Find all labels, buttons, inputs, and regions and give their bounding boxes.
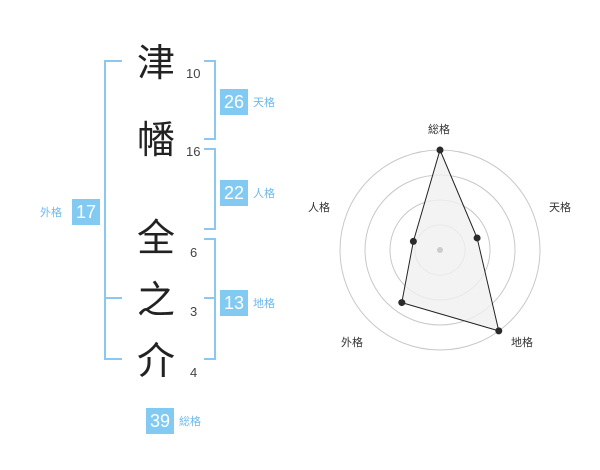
radar-label-gaikaku: 外格 xyxy=(341,336,363,349)
radar-polygon xyxy=(401,148,500,332)
radar-label-tenkaku: 天格 xyxy=(549,201,571,214)
name-char-4: 之 xyxy=(136,278,175,322)
gaikaku-bracket xyxy=(104,60,122,360)
chikaku-bracket-split xyxy=(204,297,216,299)
soukaku-label: 総格 xyxy=(179,415,201,428)
jinkaku-bracket xyxy=(204,148,216,230)
radar-label-jinkaku: 人格 xyxy=(308,201,330,214)
soukaku-value: 39 xyxy=(146,408,174,434)
tenkaku-label: 天格 xyxy=(253,96,275,109)
stroke-count-2: 16 xyxy=(186,144,201,159)
stroke-count-1: 10 xyxy=(186,66,201,81)
name-char-2: 幡 xyxy=(136,118,175,162)
radar-center-dot xyxy=(437,247,443,253)
chikaku-value: 13 xyxy=(220,290,248,316)
gaikaku-bracket-split xyxy=(104,297,122,299)
tenkaku-bracket xyxy=(204,60,216,140)
stroke-count-4: 3 xyxy=(190,304,198,319)
chikaku-label: 地格 xyxy=(253,297,275,310)
jinkaku-label: 人格 xyxy=(253,187,275,200)
jinkaku-value: 22 xyxy=(220,180,248,206)
radar-point-3 xyxy=(495,327,503,335)
radar-point-4 xyxy=(398,299,406,307)
stroke-count-3: 6 xyxy=(190,245,198,260)
radar-point-5 xyxy=(409,237,417,245)
radar-point-1 xyxy=(436,146,444,154)
gaikaku-value: 17 xyxy=(72,199,100,225)
chikaku-bracket xyxy=(204,238,216,360)
radar-label-chikaku: 地格 xyxy=(511,336,533,349)
radar-point-2 xyxy=(473,234,481,242)
radar-label-soukaku: 総格 xyxy=(428,123,450,136)
name-char-5: 介 xyxy=(136,339,175,383)
gaikaku-label: 外格 xyxy=(40,206,62,219)
tenkaku-value: 26 xyxy=(220,89,248,115)
name-char-3: 全 xyxy=(136,216,175,260)
name-char-1: 津 xyxy=(136,41,175,85)
stroke-count-5: 4 xyxy=(190,365,198,380)
